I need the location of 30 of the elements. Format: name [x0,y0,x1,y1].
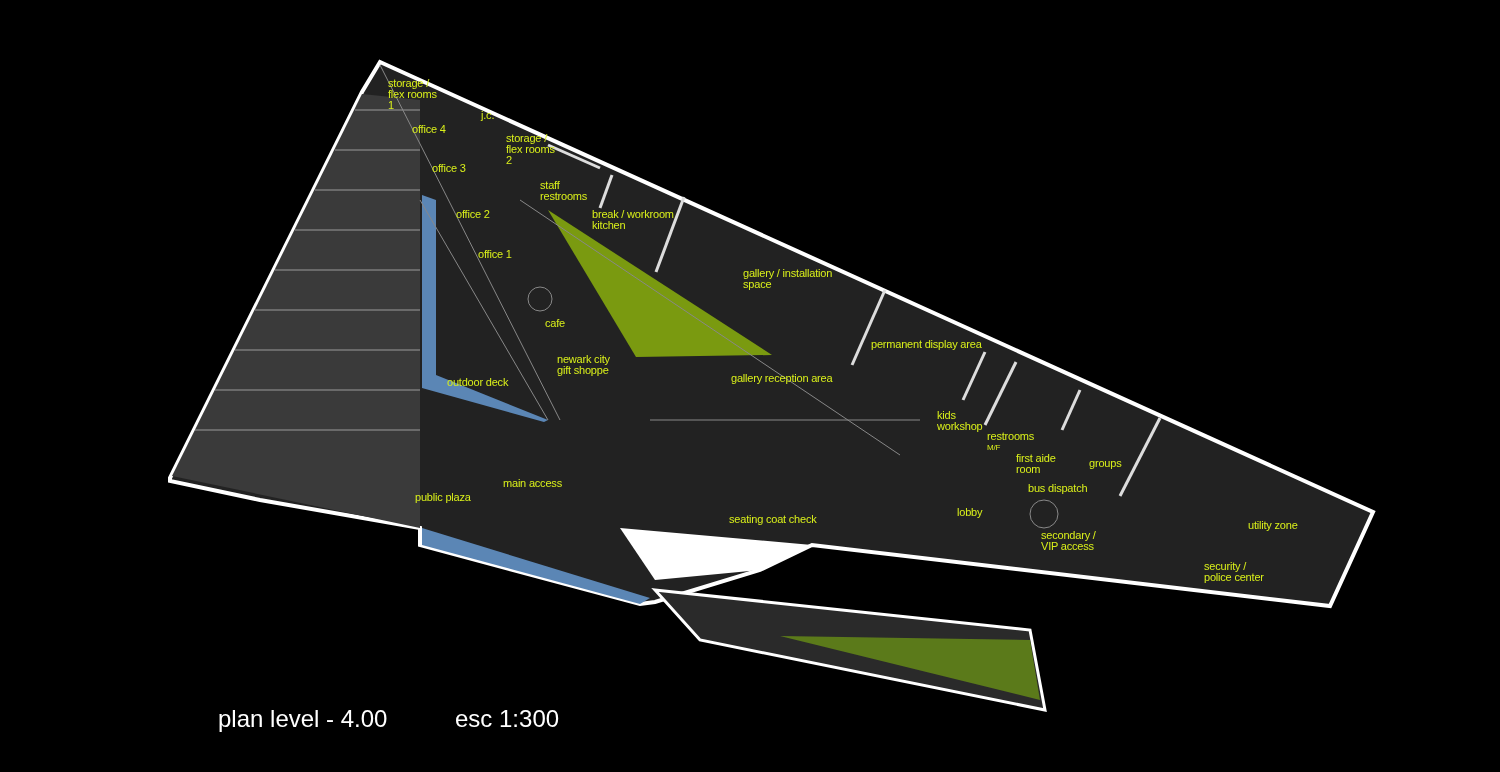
room-label: groups [1089,458,1122,469]
room-label: office 4 [412,124,446,135]
room-label: first aide room [1016,453,1057,475]
room-label: secondary / VIP access [1041,530,1097,552]
room-label: newark city gift shoppe [557,354,611,376]
room-label: gallery reception area [731,373,833,384]
room-label: security / police center [1204,561,1265,583]
room-label: cafe [545,318,565,329]
room-label: gallery / installation space [743,268,834,290]
room-label: permanent display area [871,339,982,350]
room-label: restrooms [987,431,1035,442]
room-label: office 2 [456,209,490,220]
room-label: utility zone [1248,520,1298,531]
room-label: office 1 [478,249,512,260]
room-label: office 3 [432,163,466,174]
scale-label: esc 1:300 [455,706,560,732]
room-label: public plaza [415,492,471,503]
plan-title: plan level - 4.00 [218,706,388,732]
room-label: lobby [957,507,983,518]
room-label: kids workshop [937,410,984,432]
room-label: storage / flex rooms 2 [506,133,556,166]
room-label: storage / flex rooms 1 [388,78,438,111]
room-label: break / workroom kitchen [592,209,675,231]
room-label: main access [503,478,562,489]
room-label: bus dispatch [1028,483,1088,494]
room-label: outdoor deck [447,377,509,388]
room-label: staff restrooms [540,180,589,202]
room-label: j.c. [481,110,495,121]
room-label: seating coat check [729,514,817,525]
room-label: M/F [987,444,1001,452]
